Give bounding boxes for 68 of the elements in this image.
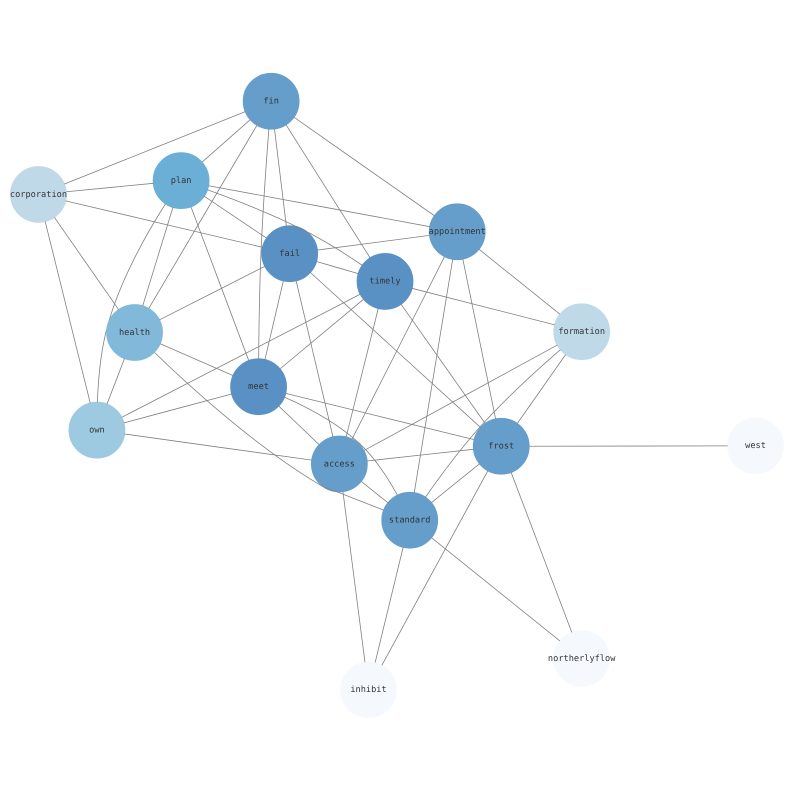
connector (510, 471, 572, 632)
node-label: northerlyflow (548, 653, 616, 664)
connector (278, 405, 320, 445)
connector (202, 118, 251, 162)
connector (274, 128, 287, 226)
connector (280, 298, 364, 369)
connector (310, 272, 482, 428)
node-circle: meet (230, 358, 287, 415)
connector (400, 303, 486, 424)
node-circle: formation (553, 302, 610, 360)
connector (352, 256, 445, 440)
connector (65, 200, 263, 248)
node-circle: standard (381, 491, 438, 548)
connector (96, 202, 166, 402)
connector (414, 258, 454, 493)
connector (316, 234, 430, 250)
connector (124, 433, 312, 460)
connector (431, 462, 480, 503)
connector (528, 445, 728, 446)
connector (258, 128, 270, 359)
connector (158, 265, 266, 320)
connector (207, 188, 363, 266)
connector (190, 206, 250, 361)
node-circle: own (68, 401, 126, 458)
connector (106, 358, 125, 404)
node-circle: fin (242, 72, 300, 130)
connector (462, 258, 496, 419)
connector (516, 354, 566, 424)
connector (66, 182, 154, 192)
node-circle: corporation (10, 166, 67, 222)
connector (294, 116, 435, 216)
connector (360, 480, 388, 503)
connector (296, 280, 334, 437)
connector (285, 392, 474, 440)
connector (478, 248, 560, 314)
connector (374, 546, 404, 662)
node-circle: fail (261, 224, 318, 282)
connector (64, 110, 246, 184)
connector (412, 287, 556, 325)
node-circle: frost (472, 417, 530, 474)
connector (366, 448, 474, 461)
connector (264, 280, 284, 360)
connector (431, 536, 560, 641)
connector (148, 124, 258, 308)
connector (44, 220, 91, 403)
node-circle: access (311, 435, 368, 492)
connector (121, 293, 361, 418)
connector (342, 490, 366, 662)
node-circle: inhibit (340, 660, 397, 718)
connector (286, 124, 371, 258)
connector (204, 195, 268, 238)
node-circle: plan (152, 152, 210, 209)
connector (208, 184, 430, 227)
node-circle: timely (356, 252, 414, 310)
connector (346, 307, 379, 437)
connector (123, 393, 232, 423)
connector (160, 342, 234, 376)
node-circle: appointment (428, 202, 486, 260)
connector (154, 351, 384, 510)
connector (425, 348, 561, 497)
connector (381, 470, 488, 666)
connector (316, 260, 359, 274)
node-circle: west (727, 416, 784, 474)
node-circle: health (106, 304, 163, 360)
connector (54, 216, 120, 310)
connector (284, 396, 398, 496)
connector (142, 206, 174, 306)
connector (364, 344, 558, 450)
